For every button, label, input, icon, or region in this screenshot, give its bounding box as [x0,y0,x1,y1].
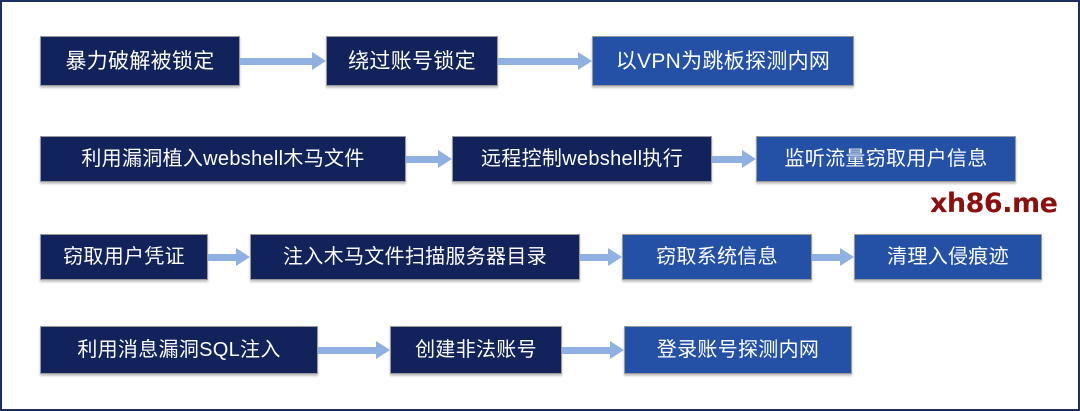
arrow-shaft [240,57,313,65]
arrow-head [578,52,592,70]
arrow-head [840,248,854,266]
flow-arrow-right-icon [812,248,854,266]
arrow-head [376,341,390,359]
flow-arrow-right-icon [562,341,624,359]
flow-node[interactable]: 创建非法账号 [390,326,562,374]
arrow-shaft [580,253,609,261]
flow-node[interactable]: 绕过账号锁定 [326,36,498,86]
arrow-head [742,150,756,168]
arrow-shaft [406,155,439,163]
flow-node[interactable]: 以VPN为跳板探测内网 [592,36,854,86]
flow-node[interactable]: 远程控制webshell执行 [452,136,712,182]
flow-node[interactable]: 清理入侵痕迹 [854,234,1042,280]
flow-arrow-right-icon [318,341,390,359]
arrow-shaft [812,253,841,261]
flow-node[interactable]: 利用消息漏洞SQL注入 [40,326,318,374]
row-3-credential-theft: 窃取用户凭证注入木马文件扫描服务器目录窃取系统信息清理入侵痕迹 [40,234,1042,280]
flow-arrow-right-icon [712,150,756,168]
watermark-label: xh86.me [930,188,1058,219]
arrow-head [438,150,452,168]
arrow-shaft [318,346,377,354]
flow-node[interactable]: 暴力破解被锁定 [40,36,240,86]
arrow-head [312,52,326,70]
flow-node[interactable]: 监听流量窃取用户信息 [756,136,1016,182]
arrow-head [608,248,622,266]
flow-arrow-right-icon [498,52,592,70]
arrow-shaft [498,57,579,65]
flow-arrow-right-icon [208,248,250,266]
arrow-head [236,248,250,266]
row-2-webshell-implant: 利用漏洞植入webshell木马文件远程控制webshell执行监听流量窃取用户… [40,136,1016,182]
arrow-head [610,341,624,359]
flow-node[interactable]: 登录账号探测内网 [624,326,852,374]
flow-node[interactable]: 注入木马文件扫描服务器目录 [250,234,580,280]
flow-arrow-right-icon [240,52,326,70]
arrow-shaft [208,253,237,261]
row-4-sql-injection: 利用消息漏洞SQL注入 创建非法账号 登录账号探测内网 [40,326,852,374]
arrow-shaft [712,155,743,163]
flow-arrow-right-icon [580,248,622,266]
flow-arrow-right-icon [406,150,452,168]
row-1-account-lockout-bypass: 暴力破解被锁定 绕过账号锁定 以VPN为跳板探测内网 [40,36,854,86]
flow-node[interactable]: 窃取用户凭证 [40,234,208,280]
flow-node[interactable]: 窃取系统信息 [622,234,812,280]
arrow-shaft [562,346,611,354]
flow-node[interactable]: 利用漏洞植入webshell木马文件 [40,136,406,182]
